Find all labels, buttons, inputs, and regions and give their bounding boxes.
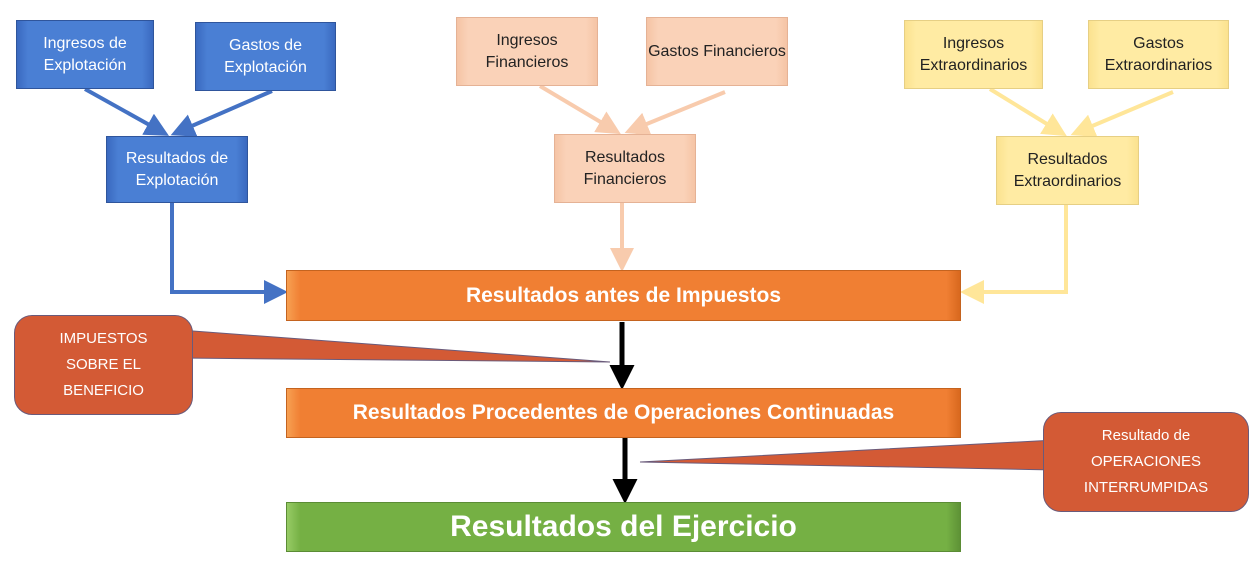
gastos-explotacion-box: Gastos de Explotación: [195, 22, 336, 91]
gastos-financieros-box: Gastos Financieros: [646, 17, 788, 86]
arrow: [84, 87, 169, 136]
arrow: [960, 205, 1068, 304]
ingresos-extraordinarios-box: Ingresos Extraordinarios: [904, 20, 1043, 89]
resultados-explotacion-box: Resultados de Explotación: [106, 136, 248, 203]
gastos-extraordinarios-box: Gastos Extraordinarios: [1088, 20, 1229, 89]
resultados-financieros-box: Resultados Financieros: [554, 134, 696, 203]
ingresos-explotacion-box: Ingresos de Explotación: [16, 20, 154, 89]
arrow: [988, 87, 1067, 137]
resultados-ejercicio-bar: Resultados del Ejercicio: [286, 502, 961, 552]
arrow: [170, 202, 288, 304]
ingresos-financieros-box: Ingresos Financieros: [456, 17, 598, 86]
arrow: [624, 90, 726, 136]
callout-pointer: [179, 329, 611, 363]
resultados-operaciones-continuadas-bar: Resultados Procedentes de Operaciones Co…: [286, 388, 961, 438]
callout-pointer: [639, 439, 1056, 471]
arrow: [1070, 90, 1174, 137]
arrow: [170, 89, 273, 137]
operaciones-interrumpidas-callout: Resultado de OPERACIONES INTERRUMPIDAS: [1043, 412, 1249, 512]
resultados-antes-impuestos-bar: Resultados antes de Impuestos: [286, 270, 961, 321]
resultados-extraordinarios-box: Resultados Extraordinarios: [996, 136, 1139, 205]
impuestos-callout: IMPUESTOS SOBRE EL BENEFICIO: [14, 315, 193, 415]
arrow: [538, 84, 621, 135]
